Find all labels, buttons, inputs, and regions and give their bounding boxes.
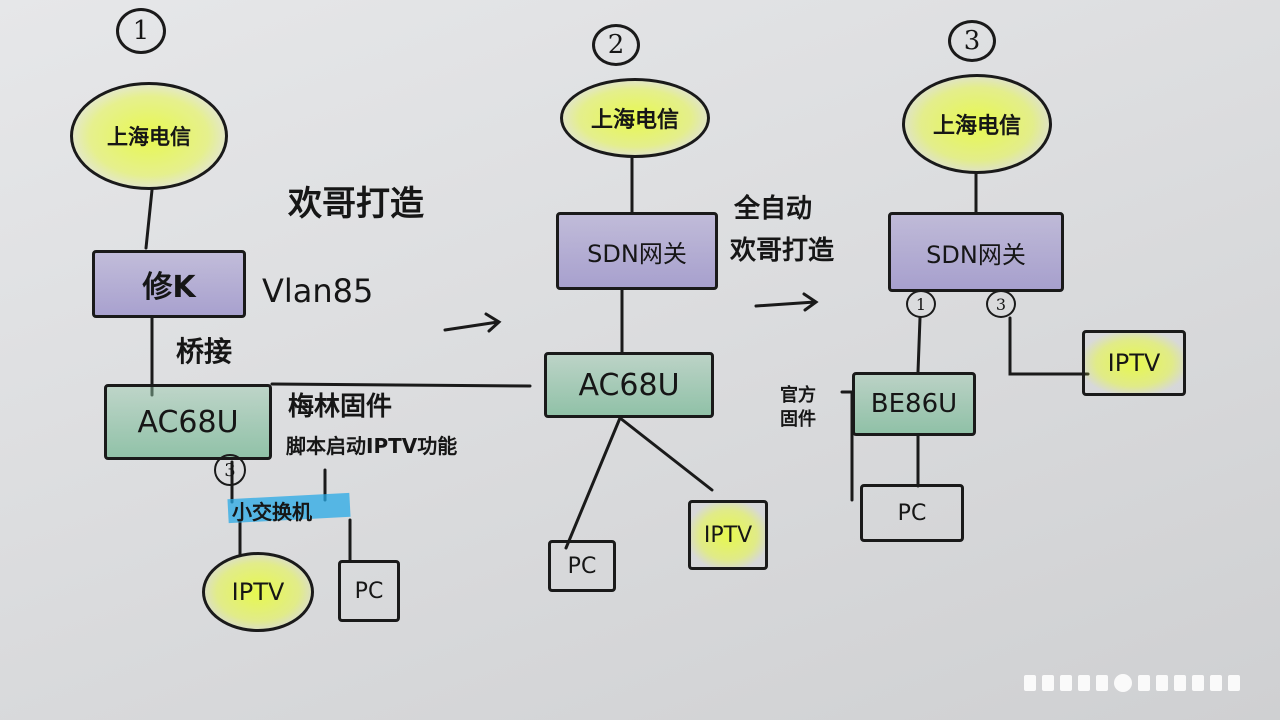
section-number-1: 1: [116, 8, 166, 54]
stage1-router: AC68U: [104, 384, 272, 460]
section-number-3: 3: [948, 20, 996, 62]
stage2-router: AC68U: [544, 352, 714, 418]
stage1-bridge-label: 桥接: [176, 335, 233, 368]
stage1-unmanaged-switch: 小交换机: [232, 500, 312, 524]
stage1-port-number: 3: [214, 454, 246, 486]
stage1-iptv: IPTV: [202, 552, 314, 632]
stage3-port-3: 3: [986, 290, 1016, 318]
stage3-isp-cloud: 上海电信: [902, 74, 1052, 174]
stage1-pc: PC: [338, 560, 400, 622]
line-router2-to-pc2: [564, 416, 622, 550]
stage3-pc: PC: [860, 484, 964, 542]
stage2-note-line2: 欢哥打造: [730, 236, 835, 266]
stage3-iptv: IPTV: [1082, 330, 1186, 396]
stage1-vlan-label: Vlan85: [262, 272, 374, 310]
stage3-sdn-gateway: SDN网关: [888, 212, 1064, 292]
stage3-router: BE86U: [852, 372, 976, 436]
arrow-stage1-to-stage2: [443, 312, 502, 333]
stage1-isp-cloud: 上海电信: [70, 82, 228, 190]
arrow-stage2-to-stage3: [754, 292, 819, 312]
line-stage1-to-stage2: [270, 382, 532, 388]
line-isp1-to-bridge: [144, 188, 154, 250]
stage2-iptv: IPTV: [688, 500, 768, 570]
stage2-note-line1: 全自动: [734, 194, 813, 224]
line-side-label-to-router3: [840, 390, 854, 502]
stage2-sdn-gateway: SDN网关: [556, 212, 718, 290]
stage1-router-note-line1: 梅林固件: [288, 392, 393, 422]
stage1-bridge-device: 修K: [92, 250, 246, 318]
watermark: [1024, 672, 1256, 694]
line-gateway3-to-router3: [916, 316, 922, 374]
line-router2-to-iptv2: [618, 416, 714, 492]
stage2-isp-cloud: 上海电信: [560, 78, 710, 158]
top-note: 欢哥打造: [288, 184, 424, 224]
stage3-router-side-label: 官方固件: [780, 385, 816, 430]
line-gateway3-to-iptv3: [1008, 316, 1090, 376]
stage3-port-1: 1: [906, 290, 936, 318]
stage1-router-note-line2: 脚本启动IPTV功能: [286, 434, 458, 458]
section-number-2: 2: [592, 24, 640, 66]
stage2-pc: PC: [548, 540, 616, 592]
